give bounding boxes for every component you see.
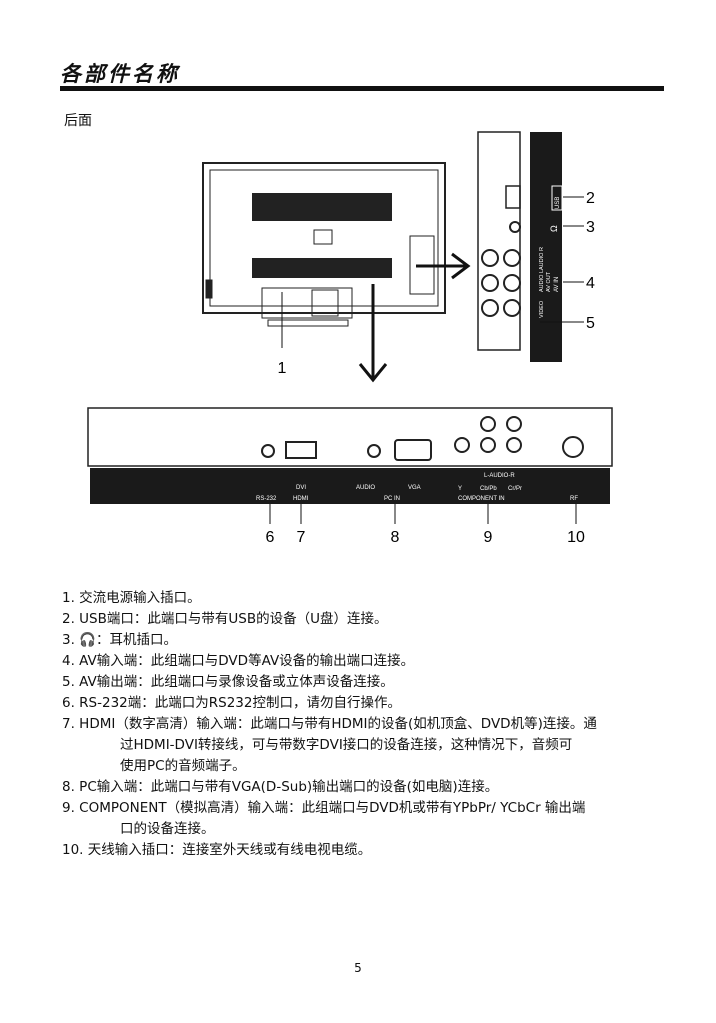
list-item: 9. COMPONENT（模拟高清）输入端：此组端口与DVD机或带有YPbPr/…	[62, 800, 586, 816]
callout-1: 1	[278, 360, 287, 377]
headphone-glyph: Ω	[549, 225, 559, 232]
label-rs232: RS-232	[256, 496, 277, 502]
section-title: 各部件名称	[60, 61, 180, 86]
list-item: 1. 交流电源输入插口。	[62, 590, 201, 606]
parts-list: 1. 交流电源输入插口。 2. USB端口：此端口与带有USB的设备（U盘）连接…	[62, 588, 662, 861]
list-item: 6. RS-232端：此端口为RS232控制口，请勿自行操作。	[62, 695, 401, 711]
callout-5: 5	[586, 315, 595, 332]
callout-9: 9	[484, 529, 493, 546]
callout-7: 7	[297, 529, 306, 546]
list-item: 5. AV输出端：此组端口与录像设备或立体声设备连接。	[62, 674, 394, 690]
label-component-in: COMPONENT IN	[458, 496, 505, 502]
callout-4: 4	[586, 275, 595, 292]
callout-6: 6	[266, 529, 275, 546]
label-l-audio-r: L-AUDIO-R	[484, 473, 515, 479]
label-pc-in: PC IN	[384, 496, 400, 502]
list-item: 过HDMI-DVI转接线，可与带数字DVI接口的设备连接，这种情况下，音频可	[120, 737, 573, 753]
list-item: 使用PC的音频端子。	[120, 758, 246, 774]
label-vga: VGA	[408, 485, 421, 491]
label-video: VIDEO	[539, 300, 545, 318]
label-audio: AUDIO	[356, 485, 375, 491]
rear-panel-diagram: 1 USB Ω AV IN AV OUT AUDIO R AUDIO L VID…	[87, 131, 613, 546]
callout-2: 2	[586, 190, 595, 207]
list-item: 8. PC输入端：此端口与带有VGA(D-Sub)输出端口的设备(如电脑)连接。	[62, 779, 499, 795]
label-audio-l: AUDIO L	[539, 270, 545, 292]
label-av-out: AV OUT	[546, 271, 552, 292]
title-rule	[60, 86, 664, 91]
label-av-in: AV IN	[554, 277, 560, 292]
label-cb-pb: Cb/Pb	[480, 486, 497, 492]
bottom-panel-illustration: RS-232 HDMI DVI AUDIO VGA PC IN L-AUDIO-…	[87, 407, 613, 504]
list-item: 10. 天线输入插口：连接室外天线或有线电视电缆。	[62, 842, 372, 858]
label-usb: USB	[555, 197, 561, 209]
list-item: 口的设备连接。	[120, 821, 215, 837]
list-item: 2. USB端口：此端口与带有USB的设备（U盘）连接。	[62, 611, 388, 627]
section-subtitle: 后面	[64, 113, 92, 129]
label-dvi: DVI	[296, 485, 306, 491]
list-item: 4. AV输入端：此组端口与DVD等AV设备的输出端口连接。	[62, 653, 415, 669]
list-item: 3. 🎧：耳机插口。	[62, 632, 177, 648]
callout-10: 10	[567, 529, 585, 546]
list-item: 7. HDMI（数字高清）输入端：此端口与带有HDMI的设备(如机顶盒、DVD机…	[62, 716, 597, 732]
callout-8: 8	[391, 529, 400, 546]
tv-back-illustration	[202, 162, 446, 327]
callout-3: 3	[586, 219, 595, 236]
label-cr-pr: Cr/Pr	[508, 486, 522, 492]
page-number: 5	[354, 961, 362, 975]
label-y: Y	[458, 486, 462, 492]
label-hdmi: HDMI	[293, 496, 309, 502]
label-rf: RF	[570, 496, 578, 502]
arrows	[358, 252, 471, 383]
label-audio-r: AUDIO R	[539, 247, 545, 270]
side-panel-illustration: USB Ω AV IN AV OUT AUDIO R AUDIO L VIDEO	[477, 131, 563, 362]
